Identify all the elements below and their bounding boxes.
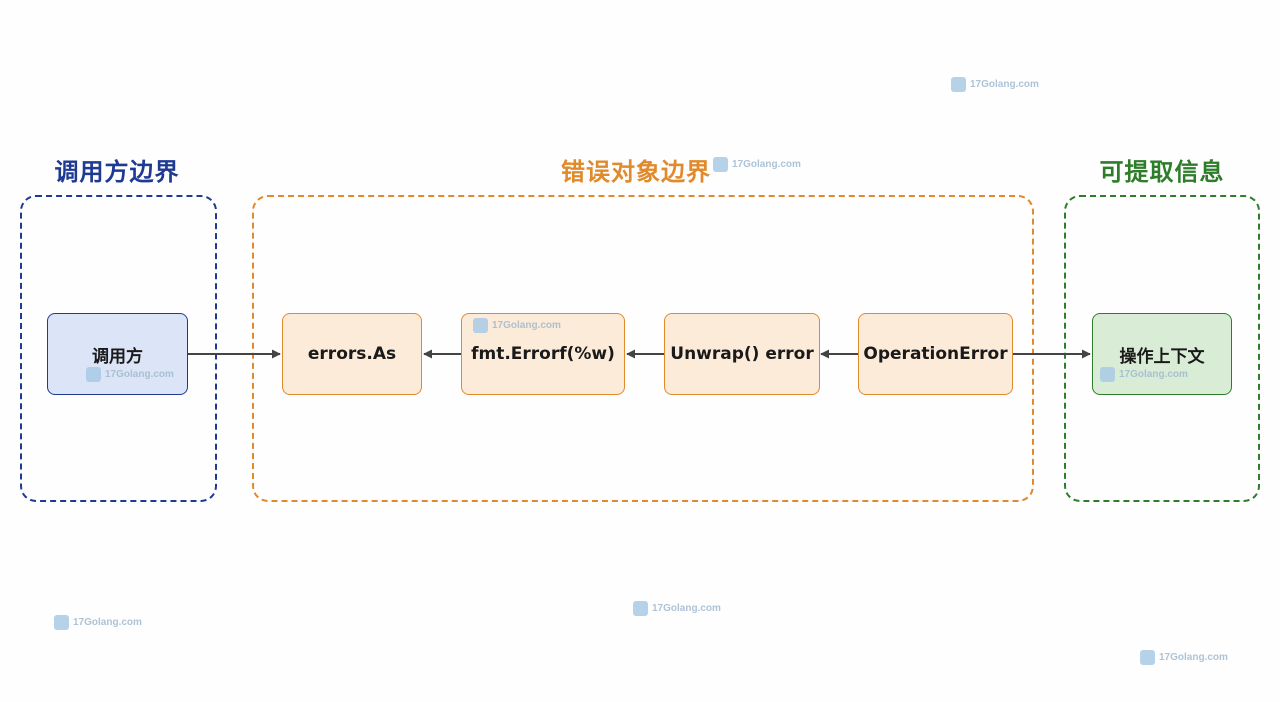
watermark: 17Golang.com (473, 318, 561, 333)
watermark-logo-icon (633, 601, 648, 616)
node-fmt-errorf: fmt.Errorf(%w) (461, 313, 625, 395)
watermark: 17Golang.com (713, 157, 801, 172)
watermark-logo-icon (86, 367, 101, 382)
watermark-text: 17Golang.com (1159, 652, 1228, 663)
caller-boundary-title: 调用方边界 (54, 158, 180, 186)
watermark: 17Golang.com (54, 615, 142, 630)
watermark: 17Golang.com (86, 367, 174, 382)
node-context-label: 操作上下文 (1119, 346, 1205, 367)
node-fmt-errorf-label: fmt.Errorf(%w) (471, 344, 615, 364)
watermark-logo-icon (473, 318, 488, 333)
watermark: 17Golang.com (1140, 650, 1228, 665)
node-unwrap-label: Unwrap() error (670, 344, 814, 364)
watermark: 17Golang.com (951, 77, 1039, 92)
watermark-logo-icon (713, 157, 728, 172)
watermark-logo-icon (54, 615, 69, 630)
watermark-text: 17Golang.com (970, 79, 1039, 90)
error-object-boundary-title: 错误对象边界 (561, 158, 711, 186)
watermark: 17Golang.com (1100, 367, 1188, 382)
node-caller-label: 调用方 (92, 346, 143, 367)
extractable-info-title: 可提取信息 (1099, 158, 1225, 186)
watermark-text: 17Golang.com (492, 320, 561, 331)
watermark-logo-icon (951, 77, 966, 92)
node-errors-as: errors.As (282, 313, 422, 395)
node-caller: 调用方 (47, 313, 188, 395)
node-context: 操作上下文 (1092, 313, 1232, 395)
watermark-logo-icon (1100, 367, 1115, 382)
watermark-logo-icon (1140, 650, 1155, 665)
watermark-text: 17Golang.com (732, 159, 801, 170)
error-object-boundary-box (252, 195, 1034, 502)
node-operation-error: OperationError (858, 313, 1013, 395)
node-unwrap: Unwrap() error (664, 313, 820, 395)
watermark: 17Golang.com (633, 601, 721, 616)
watermark-text: 17Golang.com (73, 617, 142, 628)
node-errors-as-label: errors.As (307, 344, 397, 364)
watermark-text: 17Golang.com (105, 369, 174, 380)
node-operation-error-label: OperationError (863, 344, 1008, 364)
watermark-text: 17Golang.com (652, 603, 721, 614)
caller-boundary-box (20, 195, 217, 502)
extractable-info-box (1064, 195, 1260, 502)
watermark-text: 17Golang.com (1119, 369, 1188, 380)
